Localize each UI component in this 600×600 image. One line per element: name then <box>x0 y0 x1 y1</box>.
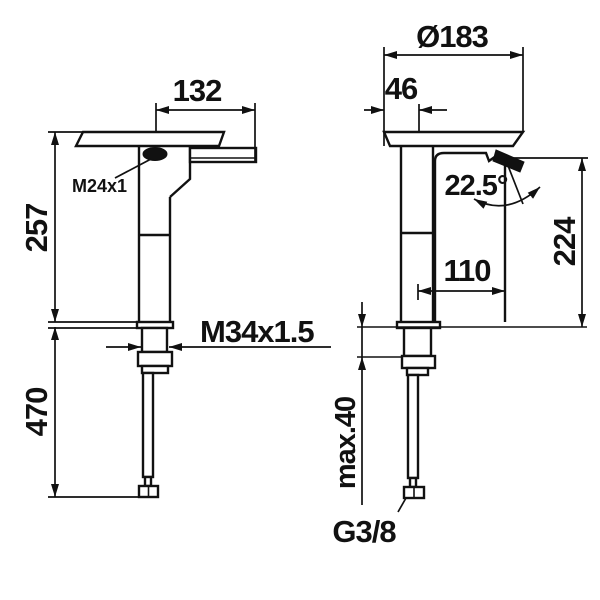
side-flex-hose <box>406 373 420 480</box>
dim-46-label: 46 <box>385 71 418 106</box>
max-40-label: max.40 <box>330 397 362 489</box>
dimension-labels: 132 257 470 M24x1 M34x1.5 Ø183 46 22.5° … <box>19 19 582 549</box>
aerator-thread-label: M24x1 <box>72 176 127 196</box>
front-flex-hose <box>141 371 155 479</box>
dim-132-label: 132 <box>173 73 222 108</box>
front-body-step <box>169 146 192 198</box>
leader-m24 <box>114 158 152 179</box>
side-body-column <box>399 146 435 322</box>
front-body-column <box>137 146 172 322</box>
side-spout-plate <box>382 130 526 148</box>
extension-lines-front <box>48 103 256 498</box>
dim-224-label: 224 <box>547 216 582 266</box>
extension-lines-side <box>361 47 588 357</box>
angle-225-label: 22.5° <box>444 170 507 202</box>
angle-arc <box>473 186 541 209</box>
front-view <box>74 130 258 499</box>
front-hose-neck <box>143 475 153 488</box>
side-view <box>357 130 587 500</box>
dim-257-label: 257 <box>19 204 54 253</box>
leader-g38 <box>397 497 407 513</box>
front-mounting-nut <box>136 350 174 368</box>
front-threaded-shank <box>140 326 169 354</box>
dimension-linework <box>48 47 588 513</box>
g38-thread-label: G3/8 <box>332 514 396 549</box>
side-threaded-shank <box>402 326 433 358</box>
dim-110-label: 110 <box>443 253 490 288</box>
front-aerator <box>142 147 168 161</box>
side-hose-neck <box>408 476 418 489</box>
front-mounting-nut-lower <box>140 364 170 375</box>
side-mounting-nut <box>400 354 437 370</box>
dia-183-label: Ø183 <box>416 19 489 54</box>
shank-thread-label: M34x1.5 <box>200 314 314 349</box>
front-spout-plate <box>74 130 226 148</box>
front-handle-lever <box>188 146 258 164</box>
dim-470-label: 470 <box>19 388 54 437</box>
